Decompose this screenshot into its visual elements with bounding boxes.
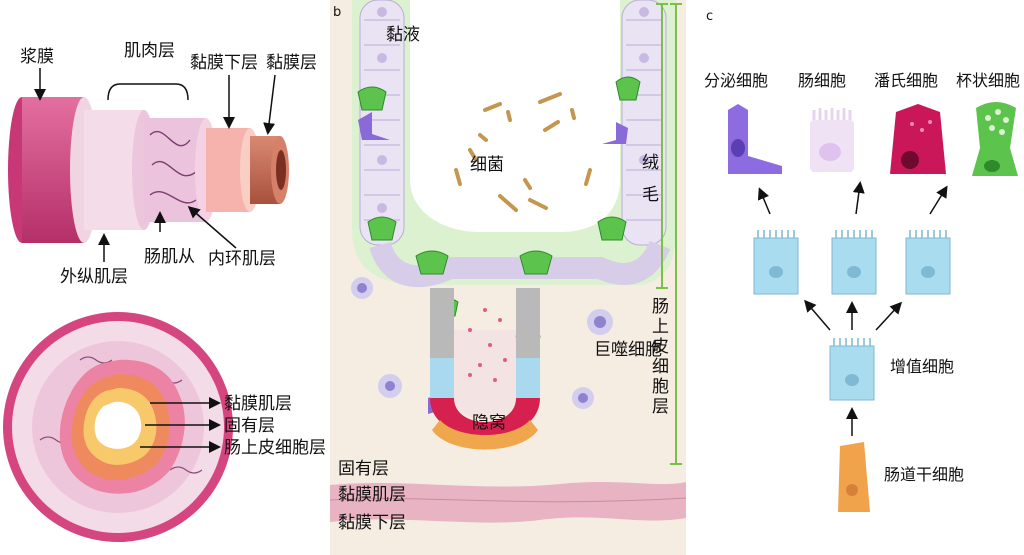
epithelial-cells-right	[621, 0, 667, 246]
label-transit-amplifying: 增值细胞	[890, 357, 954, 376]
label-outer-longitudinal: 外纵肌层	[60, 267, 128, 287]
label-epithelial-layer-4: 细	[652, 357, 669, 377]
label-goblet: 杯状细胞	[956, 71, 1020, 90]
villus-lumen	[410, 0, 620, 232]
goblet-cell-c	[972, 102, 1018, 176]
immune-cells	[351, 277, 613, 409]
panel-b: b	[329, 0, 687, 555]
label-myenteric-plexus: 肠肌从	[144, 247, 195, 267]
label-macrophage: 巨噬细胞	[594, 340, 662, 360]
enteroendocrine-cell	[728, 104, 782, 174]
label-crypt: 隐窝	[472, 413, 506, 433]
label-mucus: 黏液	[386, 25, 420, 45]
label-epithelium-a: 肠上皮细胞层	[224, 438, 326, 458]
label-epithelial-layer-6: 层	[652, 397, 669, 417]
label-villus-1: 绒	[642, 153, 659, 173]
panel-a: 浆膜 肌肉层 黏膜下层 黏膜层 外纵肌层 肠肌从 内环肌层 黏膜肌层 固有层	[3, 41, 326, 542]
label-muscularis-mucosae: 黏膜肌层	[224, 394, 292, 414]
label-paneth: 潘氏细胞	[874, 71, 938, 90]
label-epithelial-layer-2: 上	[652, 317, 669, 337]
transit-amplifying-cell	[829, 338, 875, 401]
crypt-base	[430, 398, 540, 437]
label-serosa: 浆膜	[20, 47, 54, 67]
cross-section	[3, 312, 233, 542]
label-enterocyte: 肠细胞	[798, 71, 846, 90]
paneth-cell	[890, 104, 946, 174]
label-inner-circular: 内环肌层	[208, 249, 276, 269]
label-epithelial-layer-5: 胞	[652, 377, 669, 397]
intestine-tube	[8, 97, 289, 243]
panel-c: c 分泌细胞 肠细胞 潘氏细胞 杯状细胞	[704, 9, 1020, 512]
plexus-lines	[149, 130, 199, 204]
label-villus-2: 毛	[642, 185, 659, 205]
cross-lumen	[94, 401, 142, 449]
panel-b-letter: b	[333, 5, 341, 20]
label-enteroendocrine: 分泌细胞	[704, 71, 768, 90]
bacteria	[454, 92, 592, 212]
stem-cell	[838, 442, 870, 512]
label-epithelial-layer-3: 皮	[652, 337, 669, 357]
label-muscularis: 肌肉层	[124, 41, 175, 61]
cross-wavy-lines	[39, 356, 203, 474]
label-stem-cell: 肠道干细胞	[884, 465, 964, 484]
label-lamina-propria-a: 固有层	[224, 416, 275, 436]
crypt	[430, 288, 540, 450]
muscle-band	[330, 482, 686, 523]
label-bacteria: 细菌	[470, 155, 504, 175]
label-epithelial-layer-1: 肠	[652, 297, 669, 317]
label-lamina-propria-b: 固有层	[338, 459, 389, 479]
enterocyte-cell	[810, 108, 854, 172]
label-submucosa-b: 黏膜下层	[338, 513, 406, 533]
label-mucosa: 黏膜层	[266, 53, 317, 73]
lumen	[276, 150, 286, 190]
label-submucosa: 黏膜下层	[190, 53, 258, 73]
muscularis-bracket	[107, 83, 189, 101]
label-muscularis-mucosae-b: 黏膜肌层	[338, 485, 406, 505]
progenitor-cells	[753, 230, 951, 295]
panel-c-letter: c	[706, 9, 713, 24]
